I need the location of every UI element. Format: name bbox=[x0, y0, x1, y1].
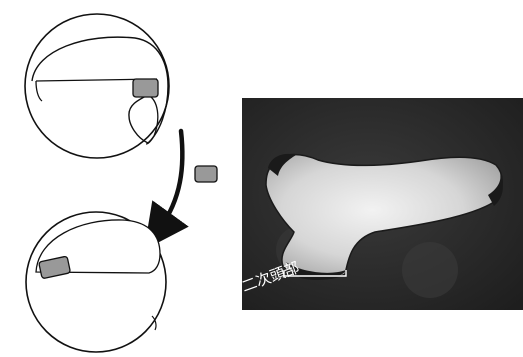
host-embryo bbox=[26, 212, 166, 352]
transfer-arrow bbox=[160, 131, 182, 228]
secondary-axis-photo: 二次頭部 bbox=[239, 98, 523, 310]
photo-blur-spot bbox=[402, 242, 458, 298]
isolated-graft-tissue bbox=[195, 166, 217, 182]
donor-embryo bbox=[25, 14, 169, 158]
donor-tissue-graft bbox=[133, 79, 158, 97]
